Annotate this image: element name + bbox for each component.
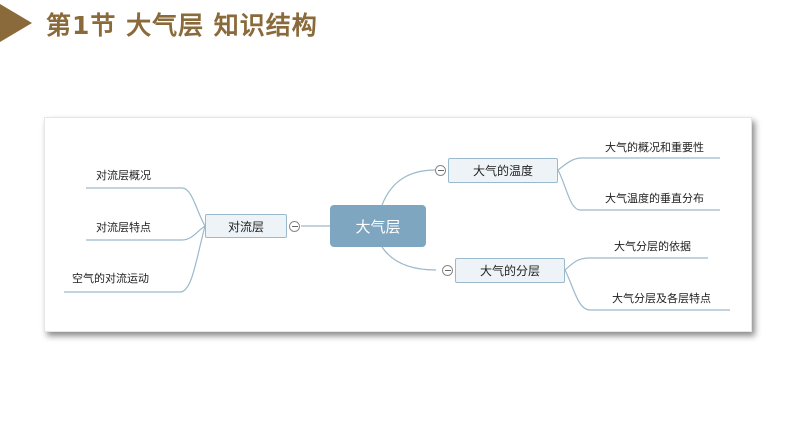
connector-temp-leaf1 [557, 157, 720, 171]
page-title: 第1节 大气层 知识结构 [46, 11, 318, 40]
collapse-minus-icon[interactable] [442, 265, 453, 276]
connector-trop-leaf2 [86, 225, 206, 241]
branch-temperature[interactable]: 大气的温度 [448, 158, 558, 183]
central-node[interactable]: 大气层 [330, 205, 426, 247]
collapse-minus-icon[interactable] [289, 221, 300, 232]
connector-temp-leaf2 [557, 169, 720, 211]
leaf-layers-characteristics[interactable]: 大气分层及各层特点 [612, 292, 711, 305]
connector-trop-leaf3 [64, 225, 206, 293]
connector-trop-leaf1 [86, 187, 206, 227]
leaf-troposphere-features[interactable]: 对流层特点 [96, 221, 151, 234]
leaf-air-convection[interactable]: 空气的对流运动 [72, 272, 149, 285]
connector-layers-leaf2 [564, 269, 730, 311]
connector-central-temperature [381, 169, 437, 206]
title-arrow-icon [0, 4, 32, 42]
leaf-layering-basis[interactable]: 大气分层的依据 [614, 240, 691, 253]
branch-troposphere[interactable]: 对流层 [205, 214, 287, 238]
connector-layers-leaf1 [564, 257, 708, 271]
collapse-minus-icon[interactable] [435, 165, 446, 176]
leaf-troposphere-overview[interactable]: 对流层概况 [96, 169, 151, 182]
leaf-atmosphere-overview[interactable]: 大气的概况和重要性 [605, 141, 704, 154]
connector-central-layers [381, 246, 437, 271]
leaf-temperature-vertical-distribution[interactable]: 大气温度的垂直分布 [605, 192, 704, 205]
branch-layers[interactable]: 大气的分层 [455, 258, 565, 283]
